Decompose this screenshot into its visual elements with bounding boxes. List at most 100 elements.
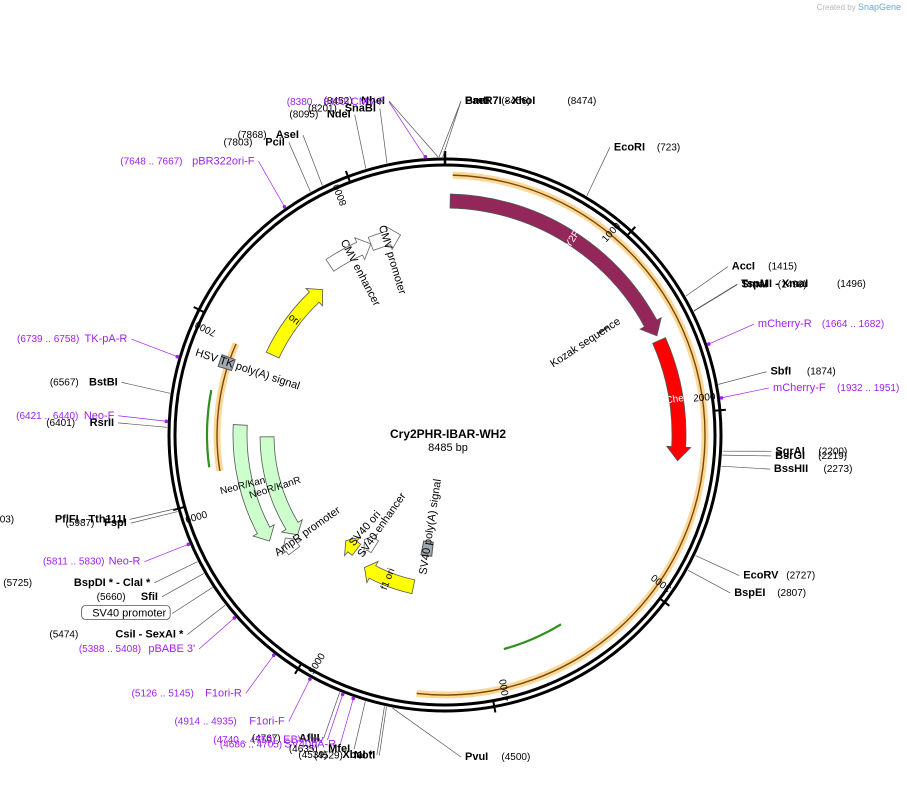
tick-mark (344, 170, 352, 184)
feature-cry2phr (449, 193, 662, 337)
plasmid-name: Cry2PHR-IBAR-WH2 (390, 427, 506, 441)
leader-line (378, 706, 387, 756)
site-name: PaeR7I - XhoI (465, 95, 535, 107)
site-name: F1ori-R (205, 687, 242, 699)
site-name: EcoRI (614, 141, 645, 153)
site-name: CMV-F (351, 96, 386, 108)
leader-line (438, 100, 462, 158)
site-bspei: (2807)BspEI (734, 587, 806, 599)
orf-layer (205, 171, 709, 699)
site-position: (1874) (807, 367, 836, 378)
site-name: BsrGI (775, 450, 805, 462)
primer-cmv-f: CMV-F(8380 .. 8400) (287, 96, 386, 108)
primer-neo-f: Neo-F(6421 .. 6440) (16, 410, 115, 422)
leader-line (154, 561, 198, 584)
site-name: pBR322ori-F (192, 155, 255, 167)
tick-mark (172, 505, 186, 512)
site-position: (2727) (786, 571, 815, 582)
site-aflii: AflII(4767) (252, 732, 320, 744)
leader-line (685, 266, 728, 297)
feature-ori (265, 287, 324, 359)
leader-line (354, 114, 367, 169)
site-position: (5987) (65, 518, 94, 529)
site-position: (4529) (314, 751, 343, 762)
leader-line (118, 422, 168, 428)
primer-marker (308, 677, 312, 681)
primer-neo-r: Neo-R(5811 .. 5830) (43, 556, 141, 568)
orf-green (503, 623, 562, 651)
credit-line: Created by SnapGene (817, 2, 901, 12)
leader-line (130, 511, 178, 524)
site-ecorv: (2727) EcoRV (743, 570, 815, 582)
site-position: (4635) (289, 744, 318, 755)
leader-line (376, 706, 385, 756)
site-position: (8456) (501, 96, 530, 107)
site-name: FspI (104, 517, 127, 529)
site-name: pBABE 3' (148, 643, 195, 655)
primer-marker (271, 653, 276, 658)
site-position: (2219) (818, 451, 847, 462)
site-position: (4914 .. 4935) (174, 717, 236, 728)
site-position: (4539) (298, 750, 327, 761)
leader-line (198, 617, 236, 650)
site-name: TK-pA-R (85, 333, 128, 345)
primer-tk-pa-r: TK-pA-R (6739 .. 6758) (17, 333, 127, 345)
site-xbai: XbaI *(4539) (298, 749, 373, 761)
leader-line (721, 465, 770, 470)
site-name: BspDI * - ClaI * (74, 577, 151, 589)
leader-line (129, 508, 177, 520)
leader-line (172, 587, 213, 614)
site-pvui: (4500)PvuI (465, 751, 530, 763)
site-layer: NheI(8452)CMV-F(8380 .. 8400)SnaBI(8201)… (0, 95, 899, 763)
feature-hsv-tk-poly-a-signal-label: HSV TK poly(A) signal (194, 347, 301, 393)
site-position: (723) (657, 142, 680, 153)
tick-mark (625, 226, 636, 238)
site-name: PflFI - Tth111I (55, 513, 126, 525)
primer-pbabe-3: pBABE 3' (5388 .. 5408) (79, 643, 195, 655)
primer-marker (719, 396, 724, 400)
primer-f1ori-r: F1ori-R(5126 .. 5145) (132, 687, 242, 699)
leader-line (302, 134, 323, 186)
site-csii-sexai: CsiI - SexAI *(5474) (49, 629, 184, 641)
site-tspmi-xmai: (1496)TspMI - XmaI (741, 278, 866, 290)
site-position: (8095) (289, 110, 318, 121)
leader-line (118, 415, 168, 422)
plasmid-length: 8485 bp (428, 442, 468, 454)
site-position: (7648 .. 7667) (120, 156, 182, 167)
site-snabi: SnaBI(8201) (308, 102, 376, 114)
feature-sv40-poly-a-signal (420, 540, 434, 557)
site-position: (4740 .. 4759) (213, 735, 275, 746)
site-position: (1498) (778, 280, 807, 291)
leader-line (722, 454, 772, 457)
site-position: (6739 .. 6758) (17, 334, 79, 345)
site-position: (2273) (824, 464, 853, 475)
leader-line (693, 284, 738, 312)
site-position: (5388 .. 5408) (79, 644, 141, 655)
site-name: mCherry-R (758, 318, 812, 330)
site-position: (2200) (818, 446, 847, 457)
site-bmti: (8456)BmtI (465, 95, 530, 107)
site-bstbi: BstBI(6567) (50, 376, 118, 388)
leader-line (245, 654, 275, 694)
site-sv40-promoter: SV40 promoter (81, 605, 171, 620)
site-smai: (1498)SmaI (741, 279, 806, 291)
site-name: F1ori-F (249, 716, 285, 728)
primer-marker (340, 692, 345, 697)
site-position: (6421 .. 6440) (16, 411, 78, 422)
tick-label: 6000 (184, 509, 209, 526)
site-position: (6401) (46, 418, 75, 429)
site-name: EcoRV (743, 570, 779, 582)
site-name: PciI (265, 136, 285, 148)
orf-line (216, 343, 237, 472)
orf-line (510, 647, 595, 688)
leader-line (707, 323, 755, 345)
site-name: MfeI (328, 743, 350, 755)
snapgene-brand: SnapGene (857, 2, 901, 12)
feature-neor-kanr (259, 436, 303, 536)
leader-line (442, 100, 462, 158)
primer-pbr322ori-f: pBR322ori-F (7648 .. 7667) (120, 155, 255, 167)
site-name: AccI (732, 261, 755, 273)
site-position: (8380 .. 8400) (287, 97, 349, 108)
